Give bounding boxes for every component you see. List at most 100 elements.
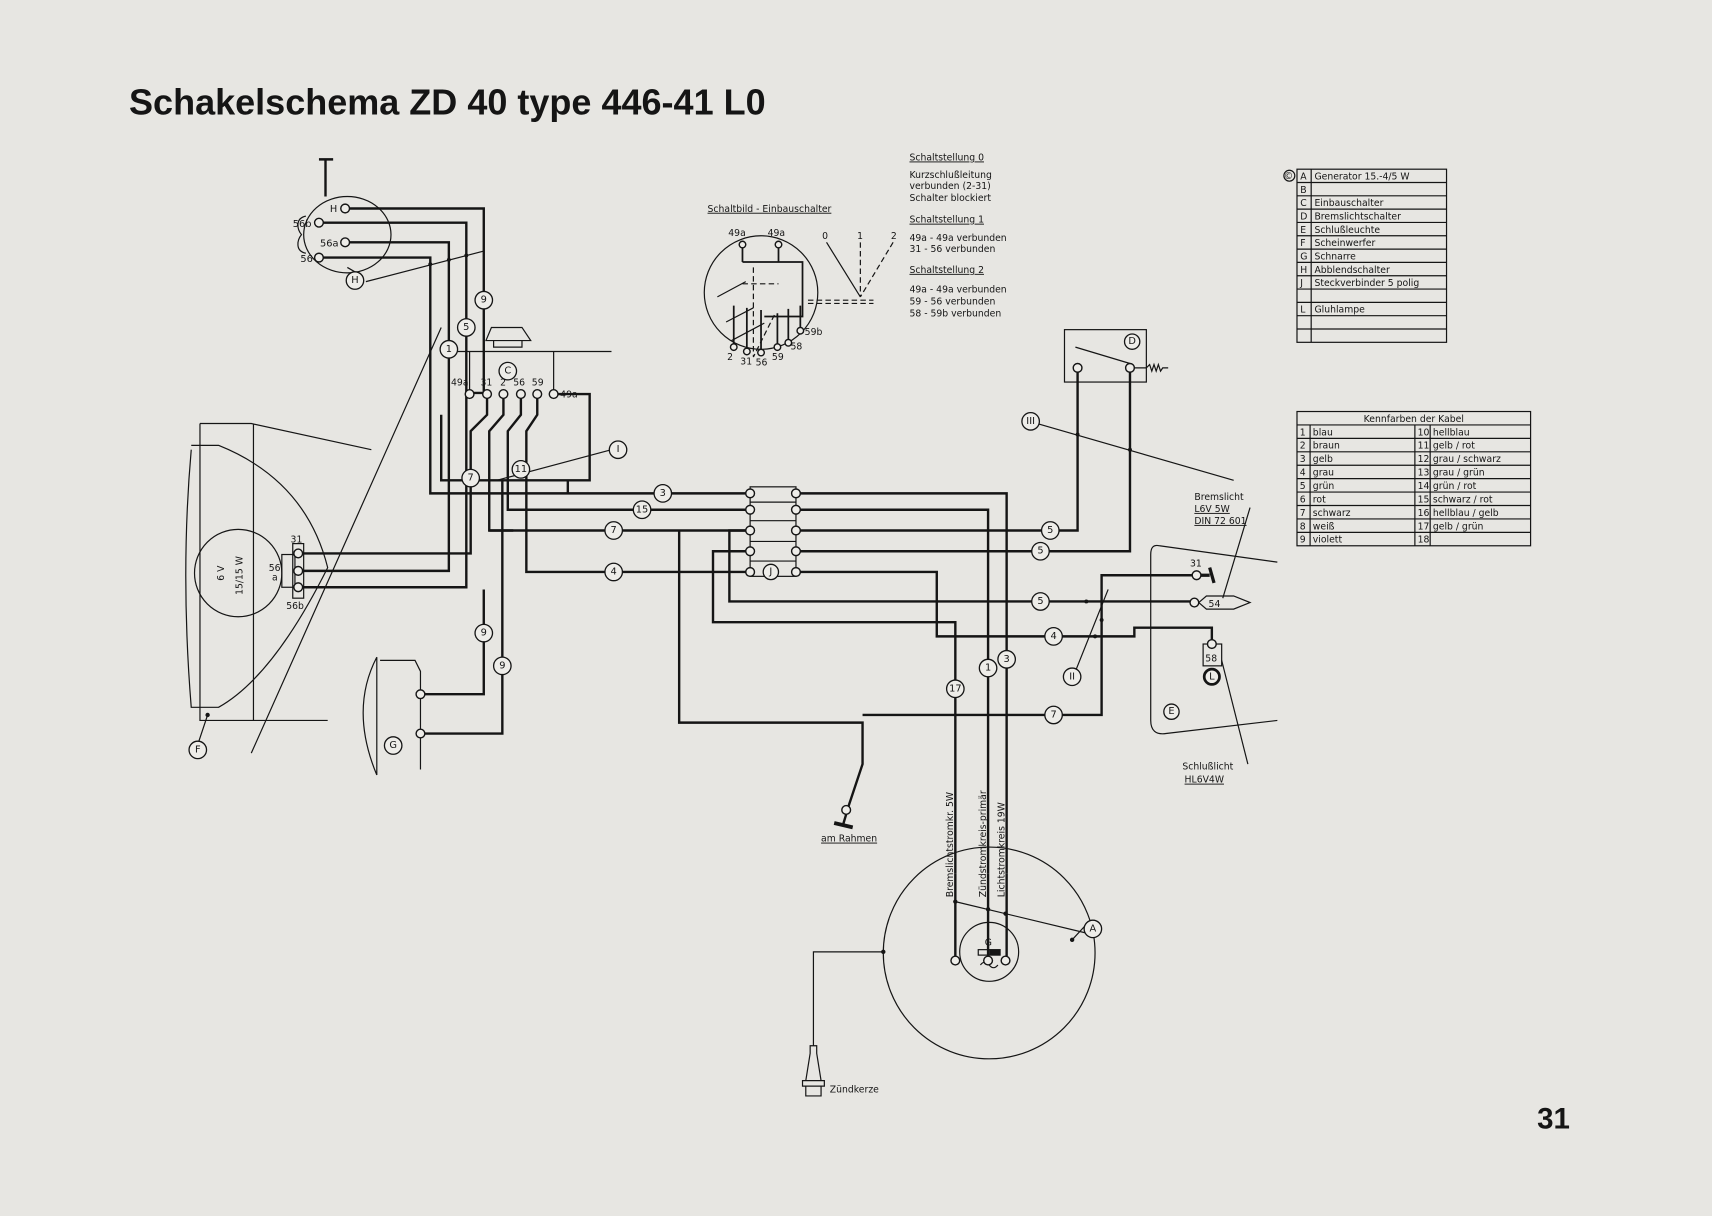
svg-text:C: C [504,366,511,377]
connector-j: J [489,367,1214,874]
legend-letter: G [1300,251,1307,262]
position-line: 58 - 59b verbunden [909,309,1001,320]
svg-text:E: E [1168,706,1174,717]
legend-letter: E [1300,225,1306,236]
circuit-label: Lichtstromkreis 19W [996,802,1007,897]
legend-label: Generator 15.-4/5 W [1314,172,1409,183]
wire-marker: 3 [997,649,1017,669]
terminal-label: a [272,573,278,584]
terminal-label: 56 [756,358,768,369]
terminal-label: 59b [805,327,823,338]
component-marker-f: F [188,740,208,760]
svg-text:II: II [1069,671,1075,682]
cable-color: blau [1313,427,1333,438]
cable-number: 13 [1418,468,1430,479]
svg-text:1: 1 [446,344,452,355]
terminal-label: 56a [320,239,339,250]
svg-text:9: 9 [499,660,505,671]
wire-marker: I [608,440,628,460]
wire-marker: 7 [604,521,624,540]
legend-label: Schnarre [1314,251,1356,262]
terminal-label: 58 [791,341,803,352]
wire-marker: 3 [653,483,673,503]
terminal-label: 59 [532,377,544,388]
svg-text:L: L [1209,671,1215,682]
circuit-label: Bremslichtstromkr. 5W [945,792,956,897]
terminal-label: 2 [500,377,506,388]
terminal-label: 31 [481,377,493,388]
position-heading: Schaltstellung 2 [909,265,984,276]
svg-text:3: 3 [1004,654,1010,665]
svg-text:I: I [617,444,620,455]
terminal-label: 2 [727,352,733,363]
cable-number: 14 [1418,481,1430,492]
ignition-switch-c: C 49a 31 2 56 59 49a [250,326,748,754]
component-marker-g: G [383,736,403,755]
legend-letter: F [1300,238,1305,249]
terminal-label: 54 [1209,599,1221,610]
legend-label: Schlußleuchte [1314,225,1380,236]
cable-number: 4 [1300,468,1306,479]
wire-marker: 9 [474,290,494,310]
svg-text:5: 5 [1047,525,1053,536]
brake-switch-d: D [1063,329,1169,383]
cable-number: 15 [1418,494,1430,505]
position-label: 2 [891,231,897,242]
terminal-label: 56 [269,563,281,574]
svg-text:F: F [195,744,201,755]
cable-color: grün / rot [1433,481,1477,492]
cable-color: schwarz [1313,508,1351,519]
table-header: Kennfarben der Kabel [1364,414,1464,425]
cable-color: gelb / grün [1433,521,1484,532]
circuit-label: Zündstromkreis-primär [978,790,989,897]
wire-marker: 5 [1031,541,1050,561]
switch-diagram-title: Schaltbild - Einbauschalter [708,204,832,215]
terminal-label: 49a [728,228,745,239]
terminal-label: 49a [768,228,785,239]
cable-color: gelb [1313,454,1333,465]
svg-text:J: J [768,566,772,577]
terminal-label: 31 [291,535,303,546]
cable-number: 3 [1300,454,1306,465]
legend-letter: B [1300,185,1306,196]
svg-text:7: 7 [468,473,474,484]
svg-text:G: G [389,740,397,751]
legend-letter: J [1299,278,1303,289]
cable-number: 8 [1300,521,1306,532]
legend-letter: A [1300,172,1307,183]
position-heading: Schaltstellung 0 [909,152,984,163]
position-line: Schalter blockiert [909,193,991,204]
svg-text:11: 11 [515,464,528,475]
component-marker-h: H [345,271,365,290]
terminal-label: 56b [293,219,312,230]
switch-positions: Schaltstellung 0 Kurzschlußleitung verbu… [909,152,1006,319]
wire-marker: 1 [439,339,459,359]
svg-text:17: 17 [949,683,962,694]
terminal-label: 56 [513,377,525,388]
wire-marker: 5 [456,318,476,337]
position-heading: Schaltstellung 1 [909,215,984,226]
cable-number: 18 [1418,535,1430,546]
svg-text:3: 3 [660,488,666,499]
wire-marker: 7 [1044,705,1063,725]
svg-text:A: A [1090,923,1097,934]
wire-marker: 5 [1040,521,1060,540]
legend-letter: D [1300,212,1307,223]
position-line: 59 - 56 verbunden [909,297,995,308]
schlusslicht-title: Schlußlicht [1182,762,1233,773]
cable-number: 12 [1418,454,1430,465]
switch-diagram: Schaltbild - Einbauschalter 49a 49a 2 31… [703,204,897,369]
cable-color: hellblau [1433,427,1470,438]
svg-text:5: 5 [463,322,469,333]
cable-number: 2 [1300,441,1306,452]
spark-plug: Zündkerze [801,949,886,1097]
cable-number: 11 [1418,441,1430,452]
bremslicht-spec: DIN 72 601 [1194,516,1246,527]
cable-color: grau / schwarz [1433,454,1501,465]
svg-text:4: 4 [611,566,617,577]
legend-letter: C [1300,198,1306,209]
terminal-label: 49a [451,377,468,388]
dip-switch-h: H 56b 56a 56 H [293,158,748,589]
